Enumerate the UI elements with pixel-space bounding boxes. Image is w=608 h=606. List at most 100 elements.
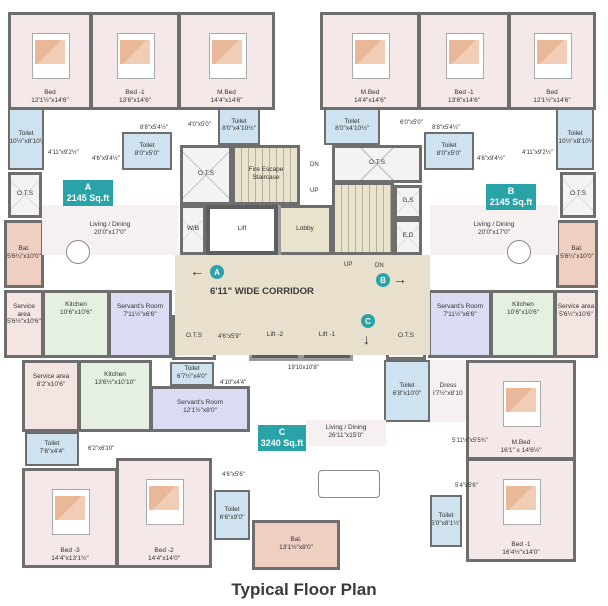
room-name: Bal.: [18, 245, 30, 252]
unit-c-badge: C 3240 Sq.ft: [258, 425, 306, 451]
room-name: Toilet: [224, 506, 240, 513]
room-size: 12'1½"x8'0": [183, 406, 217, 414]
arrow-down-icon: ↓: [363, 331, 370, 347]
room-size: 5'0"x8'1½": [430, 519, 462, 527]
bed-icon: [503, 479, 541, 525]
room-name: Dress: [439, 382, 457, 389]
room-size: 12'1½"x14'6": [31, 96, 69, 104]
room-core-fire: Fire Escape Staircase: [232, 145, 300, 205]
arrow-right-icon: →: [393, 271, 407, 287]
room-size: 8'0"x4'10½": [335, 125, 369, 132]
room-name: Bed -1: [125, 89, 145, 96]
dimension-label: 5'4"x5'6": [455, 483, 478, 489]
room-name: Bal.: [571, 245, 583, 252]
room-size: 12'1½"x14'6": [533, 96, 571, 104]
dining-table-a: [66, 240, 90, 264]
room-name: Toilet: [399, 382, 415, 389]
unit-b-letter: B: [507, 186, 515, 196]
room-core-stair: [332, 182, 394, 255]
room-size: 4'10½"x8'10½": [557, 137, 594, 145]
room-name: Kitchen: [65, 301, 87, 308]
room-name: Servant's Room: [116, 303, 164, 310]
room-name: Service area: [32, 373, 70, 380]
room-core-ots2: O.T.S: [332, 145, 422, 183]
room-name: M.Bed: [360, 89, 380, 96]
room-size: 4'10½"x8'10½": [8, 137, 42, 145]
dimension-label: 4'6"x9'4½": [477, 156, 505, 162]
dimension-label: 8'8"x5'4½": [140, 125, 168, 131]
room-a-bal: Bal.5'6¼"x10'0": [4, 220, 44, 288]
room-name: Bal.: [290, 536, 302, 543]
room-size: 7'6"x4'4": [39, 447, 65, 455]
room-name: M.Bed: [511, 439, 531, 446]
room-name: Living / Dining: [325, 424, 367, 431]
room-b-bal: Bal.5'6¼"x10'0": [556, 220, 598, 288]
room-size: 5'6¼"x10'0": [7, 252, 41, 260]
room-size: 5'6½"x10'6": [7, 318, 41, 325]
corridor-label: 6'11" WIDE CORRIDOR: [210, 286, 314, 297]
room-core-wb: W/B: [180, 205, 206, 255]
room-name: Bed -1: [511, 541, 531, 548]
room-name: O.T.S: [185, 332, 203, 340]
room-name: Toilet: [438, 512, 454, 519]
room-a-toilet1: Toilet4'10½"x8'10½": [8, 108, 44, 170]
room-size: 10'6"x10'6": [59, 308, 93, 316]
room-size: 8'0"x4'10½": [222, 125, 256, 132]
room-size: 20'0"x17'0": [93, 228, 127, 236]
bed-icon: [52, 489, 90, 535]
room-size: 26'11"x15'0": [328, 431, 364, 439]
room-size: 5'6¼"x10'0": [560, 252, 594, 260]
dimension-label: 4'11"x9'2½": [522, 150, 553, 156]
dimension-label: 4'6"x5'9": [218, 334, 241, 340]
room-size: 8'0"x5'0": [134, 149, 160, 157]
room-size: 10'6"x10'6": [506, 308, 540, 316]
room-size: 8'2"x10'6": [36, 380, 66, 388]
room-name: Servant's Room: [176, 399, 224, 406]
stair-label-dn: DN: [375, 263, 384, 269]
room-core-lift: Lift: [203, 202, 281, 258]
room-name: Lift -1: [318, 330, 336, 338]
marker-c: C: [361, 314, 375, 328]
room-name: Lift -2: [266, 330, 284, 338]
bed-icon: [503, 381, 541, 427]
room-name: Toilet: [139, 142, 155, 149]
room-size: 13'1½"x8'0": [279, 543, 313, 551]
marker-b: B: [376, 273, 390, 287]
room-name: Toilet: [18, 130, 34, 137]
room-size: 6'6"x9'0": [219, 513, 245, 521]
room-name: Bed: [44, 89, 56, 96]
room-size: 6'7½"x8'10": [431, 389, 465, 397]
bed-icon: [352, 33, 390, 79]
room-size: 6'8"x10'0": [392, 389, 422, 397]
dimension-label: 8'8"x5'4½": [432, 125, 460, 131]
room-size: 13'6"x14'6": [118, 96, 152, 104]
room-name: Service area: [557, 303, 595, 310]
room-name: O.T.S: [397, 332, 415, 340]
room-name: Bed: [546, 89, 558, 96]
room-b-ots: O.T.S: [560, 172, 596, 218]
room-a-ots: O.T.S: [8, 172, 42, 218]
room-name: Toilet: [567, 130, 583, 137]
room-name: Servant's Room: [436, 303, 484, 310]
bed-icon: [534, 33, 572, 79]
room-name: Bed -1: [454, 89, 474, 96]
dimension-label: 4'0"x5'0": [188, 122, 211, 128]
